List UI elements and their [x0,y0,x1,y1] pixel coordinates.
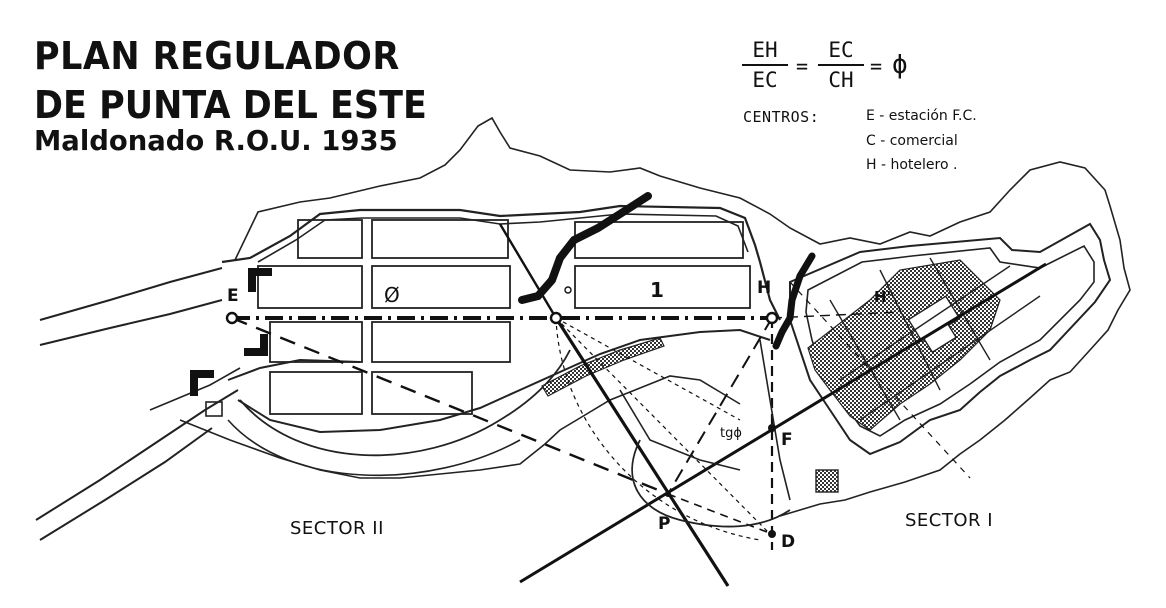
road-west-1 [39,267,223,321]
line-diagonal-sw-ne [519,262,1047,584]
title-line-2: DE PUNTA DEL ESTE [34,83,427,127]
thick-stroke-h [772,252,816,350]
road-west-3 [35,389,239,521]
label-e: E [227,286,239,306]
phi-symbol: ϕ [892,50,908,80]
block [269,321,363,363]
line-h-p [667,317,773,495]
legend-item-commercial: C - comercial [866,133,958,149]
block [269,371,363,415]
label-one: 1 [650,278,664,302]
coastline-south [179,375,741,479]
line-c-mid [555,317,741,421]
hatched-zone-east [807,259,1001,431]
fraction-denominator: CH [828,68,854,92]
marker-square [205,401,223,417]
label-p: P [658,514,671,534]
sector-1-label: SECTOR I [905,510,994,531]
point-c [549,311,563,325]
east-outline [789,222,1112,456]
label-d: D [781,532,796,552]
marker-L [248,268,272,292]
fraction-eh-ec: EH EC [742,38,788,92]
block [371,371,473,415]
fraction-denominator: EC [752,68,778,92]
title-line-1: PLAN REGULADOR [34,34,400,78]
block [371,219,509,259]
block [574,265,751,309]
point-p [665,491,671,497]
block [371,265,511,309]
title-line-3: Maldonado R.O.U. 1935 [34,124,398,157]
grid-outline [221,204,781,321]
point-e [225,311,239,325]
hatched-strip [541,337,665,397]
proportion-formula: EH EC = EC CH = ϕ [742,38,932,98]
fraction-numerator: EC [818,38,864,66]
coastline [234,116,1131,517]
legend-item-station: E - estación F.C. [866,108,977,124]
block [371,321,511,363]
line-c-d [555,317,773,537]
label-tg-phi: tgϕ [720,426,742,441]
block [297,219,363,259]
label-phi: Ø [384,283,400,307]
line-e-p [231,316,669,496]
line-p-d [667,493,773,535]
line-c-p-thick [554,317,730,587]
label-f: F [781,430,793,450]
line-c-top [498,223,558,319]
road-west-4 [39,427,213,541]
point-d [768,530,776,538]
road-south-loop [631,439,791,528]
grid-south-edge [227,328,771,434]
road-west-2 [39,299,223,346]
point-f [768,424,776,432]
marker-L [244,334,268,356]
equals-sign: = [870,54,883,78]
marker-L [190,370,214,396]
road-loop [239,349,571,457]
road-south-2 [619,339,791,501]
axis-h-hprime [771,311,901,319]
legend-item-hotel: H - hotelero . [866,157,958,173]
sector-2-label: SECTOR II [290,518,384,539]
equals-sign: = [796,54,809,78]
label-h-prime: H' [874,288,892,306]
fraction-ec-ch: EC CH [818,38,864,92]
line-h-east [789,281,971,479]
point-h [765,311,779,325]
block [257,265,363,309]
label-h: H [757,278,772,298]
point-small [564,286,572,294]
fraction-numerator: EH [742,38,788,66]
road-west-5 [149,367,241,411]
arc-construction [555,317,761,541]
hatched-square [815,469,839,493]
road-loop-2 [227,419,521,477]
legend-heading: CENTROS: [743,108,820,126]
east-grid-lines [829,257,1041,421]
